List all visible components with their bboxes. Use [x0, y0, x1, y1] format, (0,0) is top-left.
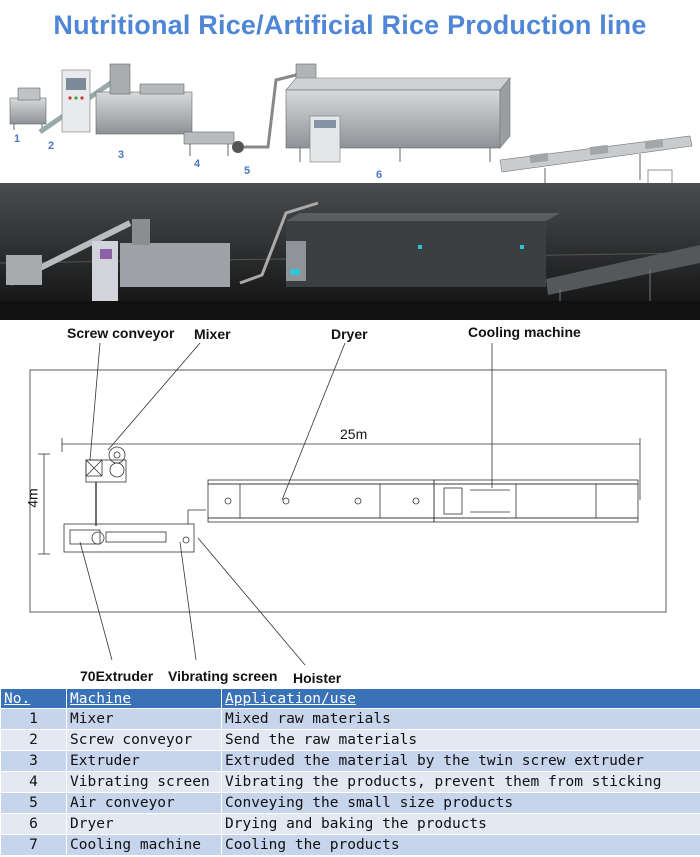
render-number-6: 6 — [376, 169, 382, 181]
table-row: 2 Screw conveyor Send the raw materials — [0, 729, 700, 751]
vibrating-screen-render — [183, 131, 235, 156]
label-extruder: 70Extruder — [80, 668, 154, 684]
cooling-machine-render — [499, 135, 693, 200]
cell-application: Extruded the material by the twin screw … — [221, 750, 700, 772]
photo-cooling-machine — [546, 245, 700, 295]
page-title: Nutritional Rice/Artificial Rice Product… — [53, 10, 647, 40]
label-mixer: Mixer — [194, 326, 231, 342]
dryer-outline — [207, 483, 435, 519]
cell-machine: Dryer — [66, 813, 222, 835]
table-header-row: No. Machine Application/use — [0, 688, 700, 709]
cell-no: 4 — [0, 771, 67, 793]
cell-application: Send the raw materials — [221, 729, 700, 751]
table-row: 7 Cooling machine Cooling the products — [0, 834, 700, 856]
header-no: No. — [0, 688, 67, 709]
header-machine: Machine — [66, 688, 222, 709]
workshop-outline — [29, 369, 667, 613]
cell-machine: Mixer — [66, 708, 222, 730]
render-number-3: 3 — [118, 149, 124, 161]
photo-dryer — [286, 221, 546, 287]
table-row: 3 Extruder Extruded the material by the … — [0, 750, 700, 772]
cell-no: 2 — [0, 729, 67, 751]
table-row: 1 Mixer Mixed raw materials — [0, 708, 700, 730]
cell-no: 1 — [0, 708, 67, 730]
render-number-1: 1 — [14, 133, 20, 145]
extruder-outline — [63, 523, 195, 553]
layout-plan: Screw conveyor Mixer Dryer Cooling machi… — [0, 320, 700, 686]
cell-machine: Screw conveyor — [66, 729, 222, 751]
cell-machine: Air conveyor — [66, 792, 222, 814]
cell-no: 6 — [0, 813, 67, 835]
machine-table: No. Machine Application/use 1 Mixer Mixe… — [0, 688, 700, 856]
cell-application: Conveying the small size products — [221, 792, 700, 814]
cell-application: Cooling the products — [221, 834, 700, 856]
factory-photo — [0, 183, 700, 320]
dryer-render — [285, 77, 511, 163]
cell-machine: Vibrating screen — [66, 771, 222, 793]
label-hoister: Hoister — [293, 670, 342, 686]
label-cooling-machine: Cooling machine — [468, 324, 581, 340]
cell-application: Mixed raw materials — [221, 708, 700, 730]
dimension-length: 25m — [340, 426, 368, 442]
header-application: Application/use — [221, 688, 700, 709]
mixer-render — [9, 87, 47, 130]
dimension-width: 4m — [24, 488, 41, 508]
production-line-render: 1 2 3 4 5 6 7 — [9, 63, 693, 200]
label-vibrating-screen: Vibrating screen — [168, 668, 278, 684]
cell-no: 3 — [0, 750, 67, 772]
cell-no: 5 — [0, 792, 67, 814]
table-row: 5 Air conveyor Conveying the small size … — [0, 792, 700, 814]
table-row: 6 Dryer Drying and baking the products — [0, 813, 700, 835]
label-screw-conveyor: Screw conveyor — [67, 325, 175, 341]
extruder-render — [95, 63, 193, 135]
control-cabinet-render — [61, 69, 91, 133]
photo-extruder — [120, 243, 230, 287]
render-number-4: 4 — [194, 158, 201, 170]
cell-application: Drying and baking the products — [221, 813, 700, 835]
cooling-machine-outline — [433, 483, 639, 519]
label-dryer: Dryer — [331, 326, 368, 342]
cell-machine: Cooling machine — [66, 834, 222, 856]
cell-application: Vibrating the products, prevent them fro… — [221, 771, 700, 793]
table-row: 4 Vibrating screen Vibrating the product… — [0, 771, 700, 793]
render-number-2: 2 — [48, 140, 54, 152]
cell-no: 7 — [0, 834, 67, 856]
render-number-5: 5 — [244, 165, 250, 177]
layout-plan-drawing — [29, 342, 667, 666]
cell-machine: Extruder — [66, 750, 222, 772]
